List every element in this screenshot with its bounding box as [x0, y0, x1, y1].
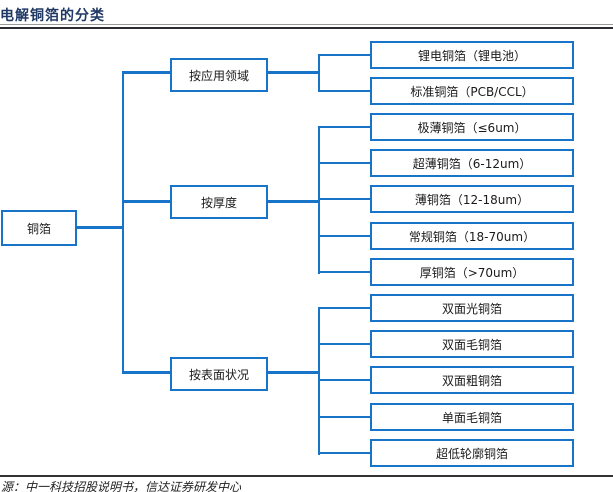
connector-branch-1-to-bracket — [267, 71, 320, 74]
branch-label: 按应用领域 — [188, 68, 249, 83]
connector-leaf-12 — [320, 452, 370, 454]
header-rule-light — [0, 24, 613, 25]
figure-title: 电解铜箔的分类 — [0, 8, 105, 24]
bracket-line-group-1 — [318, 54, 320, 92]
connector-leaf-4 — [320, 162, 370, 164]
leaf-label: 双面粗铜箔 — [441, 373, 502, 388]
connector-leaf-9 — [320, 343, 370, 345]
connector-leaf-10 — [320, 379, 370, 381]
leaf-label: 极薄铜箔（≤6um） — [417, 120, 527, 135]
connector-trunk-to-branch-3 — [124, 371, 170, 374]
connector-leaf-11 — [320, 416, 370, 418]
leaf-label: 厚铜箔（>70um） — [419, 265, 525, 280]
node-branch-application: 按应用领域 — [170, 58, 268, 92]
connector-branch-2-to-bracket — [267, 200, 320, 203]
footer-rule — [0, 475, 613, 477]
connector-trunk-to-branch-1 — [124, 71, 170, 74]
connector-leaf-8 — [320, 307, 370, 309]
node-leaf-superthin-6-12um: 超薄铜箔（6-12um） — [370, 149, 574, 177]
trunk-line — [122, 71, 124, 374]
leaf-label: 超低轮廓铜箔 — [435, 446, 508, 461]
connector-branch-3-to-bracket — [267, 371, 320, 374]
node-leaf-single-matte: 单面毛铜箔 — [370, 403, 574, 431]
node-leaf-ultrathin-le6um: 极薄铜箔（≤6um） — [370, 113, 574, 141]
connector-leaf-6 — [320, 235, 370, 237]
node-branch-surface: 按表面状况 — [170, 357, 268, 391]
node-leaf-thick-gt70um: 厚铜箔（>70um） — [370, 258, 574, 286]
node-leaf-standard-foil: 标准铜箔（PCB/CCL） — [370, 77, 574, 105]
connector-leaf-1 — [320, 54, 370, 56]
node-leaf-double-shiny: 双面光铜箔 — [370, 294, 574, 322]
leaf-label: 双面毛铜箔 — [441, 337, 502, 352]
node-leaf-lithium-foil: 锂电铜箔（锂电池） — [370, 41, 574, 69]
connector-root-to-trunk — [76, 226, 122, 229]
bracket-line-group-2 — [318, 126, 320, 274]
leaf-label: 标准铜箔（PCB/CCL） — [410, 84, 534, 99]
connector-leaf-2 — [320, 90, 370, 92]
connector-trunk-to-branch-2 — [124, 200, 170, 203]
node-leaf-regular-18-70um: 常规铜箔（18-70um） — [370, 222, 574, 250]
source-note: 源：中一科技招股说明书，信达证券研发中心 — [1, 480, 242, 492]
header-rule-dark — [0, 27, 613, 29]
leaf-label: 双面光铜箔 — [441, 301, 502, 316]
leaf-label: 单面毛铜箔 — [441, 410, 502, 425]
node-leaf-thin-12-18um: 薄铜箔（12-18um） — [370, 185, 574, 213]
leaf-label: 超薄铜箔（6-12um） — [412, 156, 532, 171]
node-leaf-double-matte: 双面毛铜箔 — [370, 330, 574, 358]
node-root-label: 铜箔 — [26, 221, 51, 236]
connector-leaf-5 — [320, 198, 370, 200]
node-root: 铜箔 — [1, 210, 77, 246]
node-leaf-ultralow-profile: 超低轮廓铜箔 — [370, 439, 574, 467]
node-branch-thickness: 按厚度 — [170, 185, 268, 219]
leaf-label: 常规铜箔（18-70um） — [408, 229, 536, 244]
branch-label: 按厚度 — [200, 195, 237, 210]
leaf-label: 锂电铜箔（锂电池） — [417, 48, 526, 63]
connector-leaf-3 — [320, 126, 370, 128]
branch-label: 按表面状况 — [188, 367, 249, 382]
bracket-line-group-3 — [318, 307, 320, 455]
connector-leaf-7 — [320, 271, 370, 273]
leaf-label: 薄铜箔（12-18um） — [414, 192, 530, 207]
node-leaf-double-rough: 双面粗铜箔 — [370, 366, 574, 394]
